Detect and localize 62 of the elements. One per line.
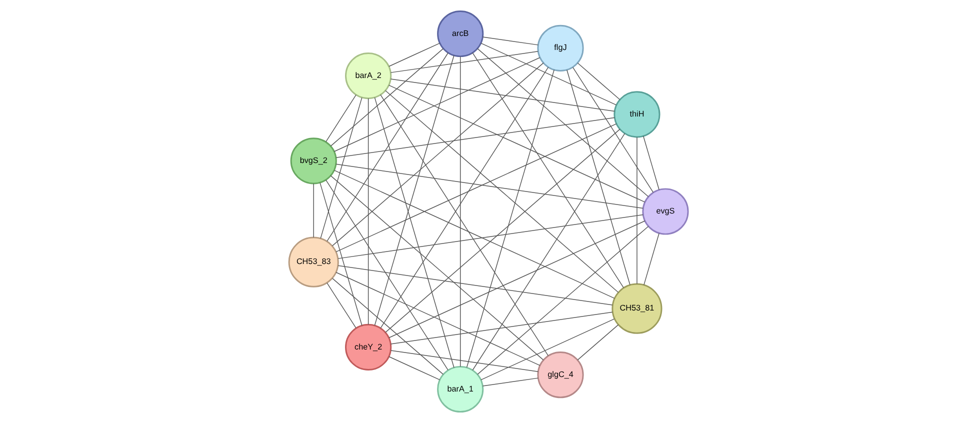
connector	[480, 42, 616, 106]
connector	[333, 57, 540, 152]
node-circle: glgC_4	[536, 352, 584, 398]
connector	[330, 175, 544, 360]
connector	[480, 318, 614, 380]
connector	[566, 70, 630, 286]
connector	[333, 170, 614, 299]
connector	[319, 182, 362, 326]
connector	[380, 94, 548, 356]
connector	[642, 136, 659, 190]
connector	[335, 117, 615, 158]
connector	[320, 97, 362, 239]
connector	[472, 133, 625, 370]
connector	[374, 55, 454, 326]
connector	[466, 69, 554, 368]
connector	[326, 282, 356, 328]
connector	[384, 128, 620, 333]
connector	[374, 97, 454, 368]
node-circle: CH53_81	[611, 283, 662, 334]
connector	[335, 272, 540, 366]
node-circle: arcB	[436, 10, 484, 58]
connector	[367, 98, 368, 325]
connector	[332, 278, 444, 375]
node-circle: evgS	[642, 188, 688, 235]
node-circle: barA_1	[436, 366, 484, 413]
connector	[459, 56, 460, 368]
connector	[325, 94, 356, 142]
node-circle: bvgS_2	[290, 138, 336, 184]
connector	[636, 136, 637, 284]
connector	[472, 52, 624, 288]
connector	[388, 356, 440, 380]
connector	[384, 90, 618, 293]
connector	[337, 214, 643, 259]
connector	[388, 42, 440, 67]
connector	[326, 52, 448, 242]
node-circle: thiH	[613, 91, 660, 138]
connector	[576, 324, 618, 360]
connector	[330, 48, 443, 146]
connector	[476, 48, 648, 198]
connector	[312, 183, 314, 238]
connector	[390, 312, 612, 344]
connector	[380, 66, 548, 328]
connector	[390, 350, 538, 372]
connector	[482, 378, 538, 386]
connector	[643, 232, 659, 286]
connector	[576, 62, 620, 100]
connector	[325, 180, 448, 370]
node-circle: barA_2	[344, 52, 392, 100]
connector	[337, 265, 612, 306]
connector	[388, 84, 645, 202]
node-circle: CH53_83	[288, 236, 338, 288]
node-circle: cheY_2	[344, 324, 392, 370]
connector	[335, 123, 616, 252]
connector	[572, 66, 654, 193]
connector	[476, 226, 648, 375]
node-circle: flgJ	[536, 24, 584, 72]
connector	[390, 78, 614, 112]
connector	[482, 36, 538, 46]
connector	[335, 164, 643, 209]
connector	[332, 62, 544, 246]
connector	[388, 220, 645, 338]
connector	[390, 51, 538, 73]
